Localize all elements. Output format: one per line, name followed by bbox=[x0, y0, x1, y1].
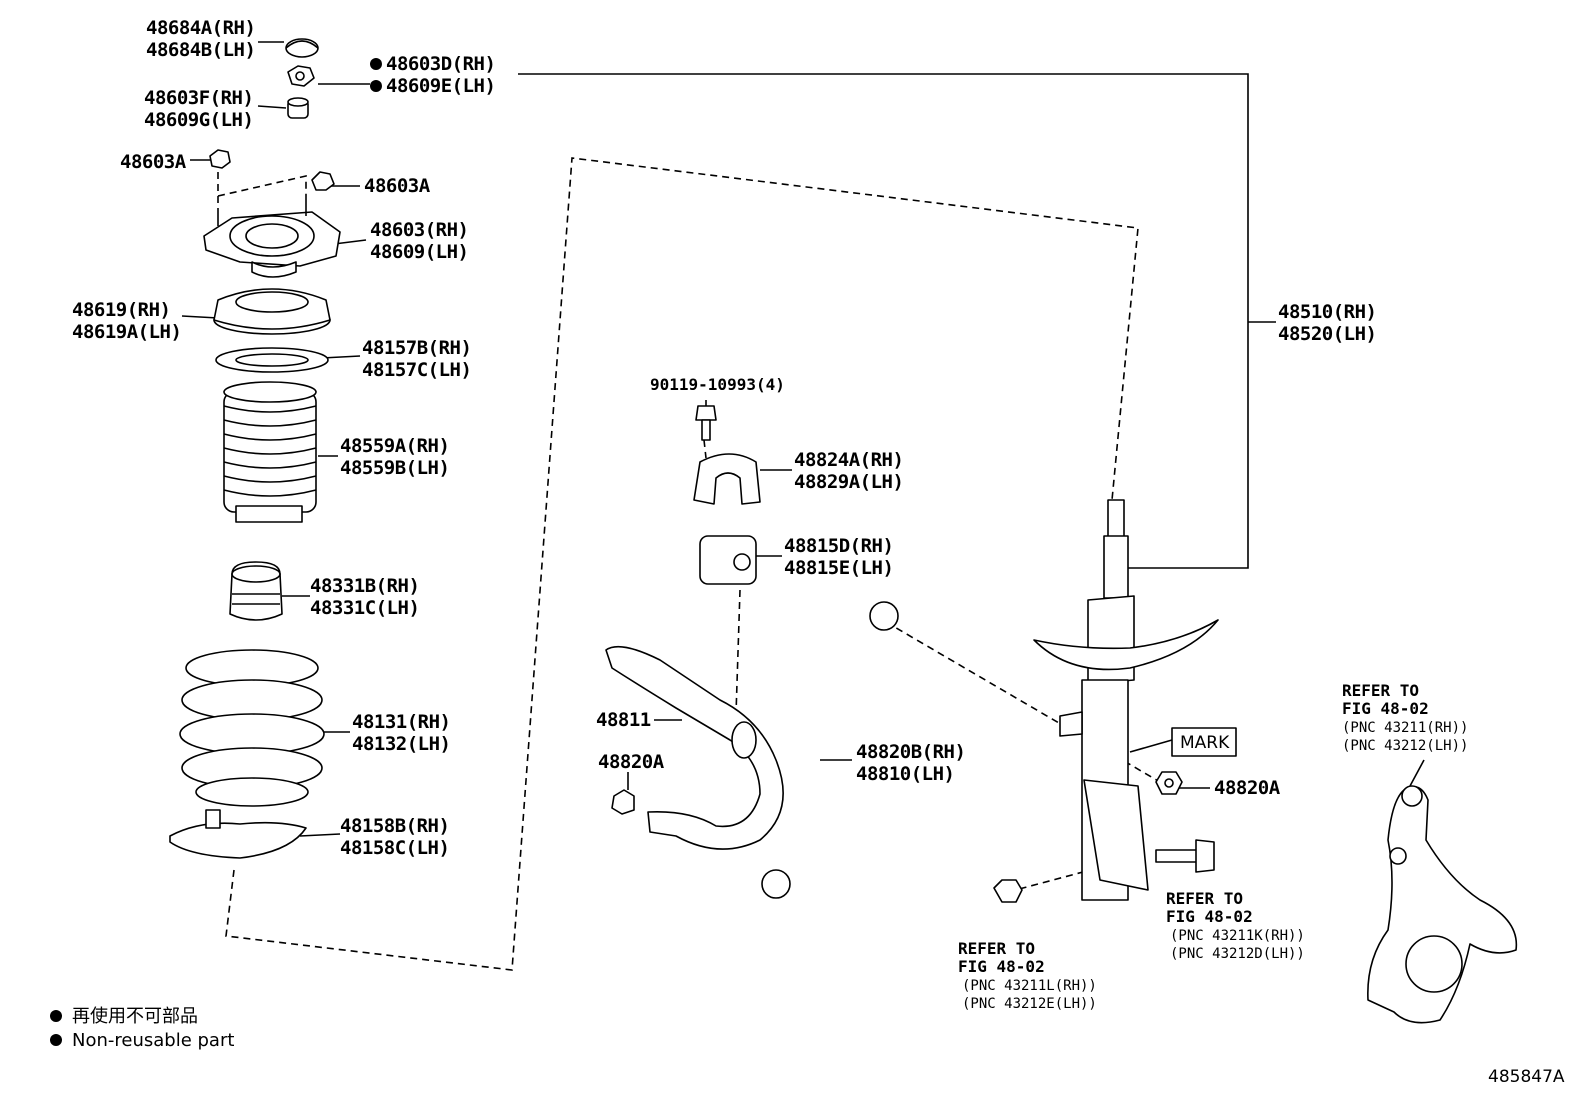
bolt-90119 bbox=[695, 405, 717, 441]
shock-absorber bbox=[1033, 499, 1219, 901]
refer-knuckle-line1: REFER TO bbox=[1342, 681, 1419, 700]
label-48559a: 48559A(RH) bbox=[340, 435, 449, 457]
stabilizer-link bbox=[761, 601, 899, 899]
non-reusable-dot-1 bbox=[370, 58, 382, 70]
label-48331b: 48331B(RH) bbox=[310, 575, 419, 597]
coil-spring bbox=[179, 649, 325, 807]
label-48603f: 48603F(RH) bbox=[144, 87, 253, 109]
label-48131: 48131(RH) bbox=[352, 711, 450, 733]
refer-bolt-line2: FIG 48-02 bbox=[1166, 907, 1253, 926]
label-48603a-right: 48603A bbox=[364, 175, 431, 197]
refer-nut-line1: REFER TO bbox=[958, 939, 1035, 958]
refer-bolt-line1: REFER TO bbox=[1166, 889, 1243, 908]
legend-japanese: 再使用不可部品 bbox=[72, 1006, 198, 1027]
stabilizer-bushing bbox=[699, 535, 757, 585]
label-48609g: 48609G(LH) bbox=[144, 109, 253, 131]
mark-callout bbox=[1171, 727, 1237, 757]
label-48520: 48520(LH) bbox=[1278, 323, 1376, 345]
camber-bolt bbox=[1155, 839, 1215, 873]
legend-english: Non-reusable part bbox=[72, 1030, 234, 1051]
label-48603d: 48603D(RH) bbox=[386, 53, 495, 75]
spring-upper-seat bbox=[213, 288, 331, 335]
refer-nut-line2: FIG 48-02 bbox=[958, 957, 1045, 976]
legend: 再使用不可部品 Non-reusable part bbox=[50, 1006, 234, 1051]
collar-48603f bbox=[287, 97, 309, 119]
refer-knuckle: REFER TO FIG 48-02 (PNC 43211(RH)) (PNC … bbox=[1342, 681, 1468, 754]
nut-48603a-left bbox=[209, 149, 231, 169]
stabilizer-bracket bbox=[693, 453, 761, 505]
part-labels: 48684A(RH) 48684B(LH) 48603D(RH) 48609E(… bbox=[72, 17, 1377, 859]
label-48619a: 48619A(LH) bbox=[72, 321, 181, 343]
dust-cap bbox=[285, 38, 319, 58]
refer-nut-line3: (PNC 43211L(RH)) bbox=[962, 978, 1097, 994]
label-48158b: 48158B(RH) bbox=[340, 815, 449, 837]
refer-bolt-line3: (PNC 43211K(RH)) bbox=[1170, 928, 1305, 944]
nut-48820a-left bbox=[611, 789, 635, 815]
bump-stopper bbox=[229, 561, 283, 621]
nut-48603d bbox=[287, 65, 315, 87]
refer-bolt-line4: (PNC 43212D(LH)) bbox=[1170, 946, 1305, 962]
non-reusable-dot-2 bbox=[370, 80, 382, 92]
label-48132: 48132(LH) bbox=[352, 733, 450, 755]
label-48684b: 48684B(LH) bbox=[146, 39, 255, 61]
label-mark: MARK bbox=[1180, 733, 1230, 753]
bellows-boot bbox=[223, 381, 317, 523]
refer-knuckle-line4: (PNC 43212(LH)) bbox=[1342, 738, 1468, 754]
lower-insulator bbox=[169, 809, 307, 859]
refer-knuckle-line3: (PNC 43211(RH)) bbox=[1342, 720, 1468, 736]
label-90119: 90119-10993(4) bbox=[650, 375, 785, 394]
label-48603a-left: 48603A bbox=[120, 151, 187, 173]
label-48811: 48811 bbox=[596, 709, 651, 731]
refer-bolt: REFER TO FIG 48-02 (PNC 43211K(RH)) (PNC… bbox=[1166, 889, 1305, 962]
diagram-number: 485847A bbox=[1488, 1067, 1565, 1087]
label-48331c: 48331C(LH) bbox=[310, 597, 419, 619]
legend-dot-1 bbox=[50, 1010, 62, 1022]
label-48619: 48619(RH) bbox=[72, 299, 170, 321]
label-48157b: 48157B(RH) bbox=[362, 337, 471, 359]
insulator-48157 bbox=[215, 347, 329, 373]
label-48603: 48603(RH) bbox=[370, 219, 468, 241]
label-48609e: 48609E(LH) bbox=[386, 75, 495, 97]
legend-dot-2 bbox=[50, 1034, 62, 1046]
nut-48603a-right bbox=[311, 171, 335, 191]
label-48829a: 48829A(LH) bbox=[794, 471, 903, 493]
label-48815d: 48815D(RH) bbox=[784, 535, 893, 557]
label-48609: 48609(LH) bbox=[370, 241, 468, 263]
steering-knuckle bbox=[1367, 785, 1518, 1024]
label-48684a: 48684A(RH) bbox=[146, 17, 255, 39]
label-48157c: 48157C(LH) bbox=[362, 359, 471, 381]
strut-mount bbox=[203, 196, 341, 278]
label-48510: 48510(RH) bbox=[1278, 301, 1376, 323]
label-48820a-left: 48820A bbox=[598, 751, 665, 773]
refer-knuckle-line2: FIG 48-02 bbox=[1342, 699, 1429, 718]
label-48559b: 48559B(LH) bbox=[340, 457, 449, 479]
label-48815e: 48815E(LH) bbox=[784, 557, 893, 579]
label-48820a-right: 48820A bbox=[1214, 777, 1281, 799]
label-48824a: 48824A(RH) bbox=[794, 449, 903, 471]
label-48820b: 48820B(RH) bbox=[856, 741, 965, 763]
stabilizer-bar bbox=[605, 645, 784, 850]
refer-nut: REFER TO FIG 48-02 (PNC 43211L(RH)) (PNC… bbox=[958, 939, 1097, 1012]
nut-48820a-right bbox=[1155, 771, 1183, 795]
label-48158c: 48158C(LH) bbox=[340, 837, 449, 859]
label-48810: 48810(LH) bbox=[856, 763, 954, 785]
flange-nut bbox=[993, 879, 1023, 903]
refer-nut-line4: (PNC 43212E(LH)) bbox=[962, 996, 1097, 1012]
